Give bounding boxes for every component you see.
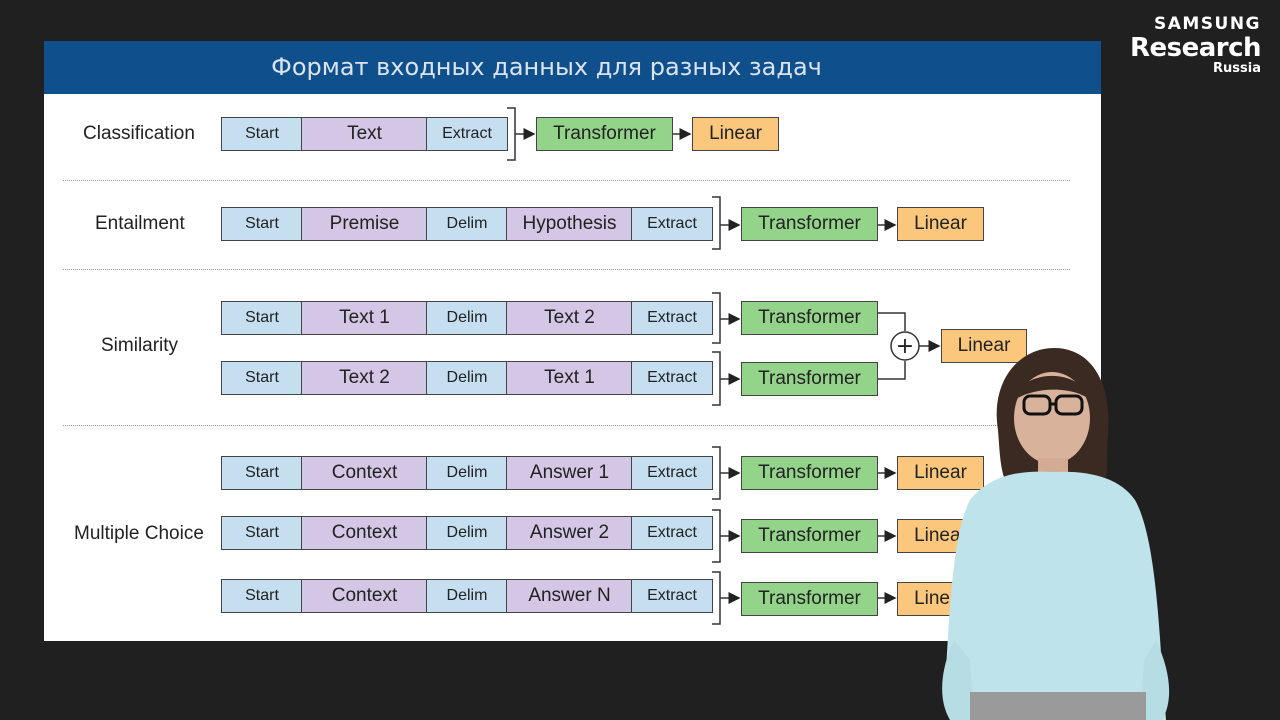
- transformer-box: Transformer: [741, 362, 878, 396]
- token-answer-n: Answer N: [506, 579, 633, 613]
- transformer-box: Transformer: [536, 117, 673, 151]
- token-delim: Delim: [426, 456, 508, 490]
- bracket-entailment: [712, 196, 721, 250]
- token-start: Start: [221, 207, 303, 241]
- transformer-box: Transformer: [741, 301, 878, 335]
- bracket-sim-1: [712, 292, 721, 344]
- slide: Формат входных данных для разных задач: [44, 41, 1101, 641]
- token-delim: Delim: [426, 516, 508, 550]
- token-start: Start: [221, 301, 303, 335]
- token-delim: Delim: [426, 207, 508, 241]
- sim-join-top: [877, 312, 906, 331]
- token-extract: Extract: [631, 456, 713, 490]
- token-delim: Delim: [426, 361, 508, 395]
- linear-box: Linear: [941, 329, 1027, 363]
- slide-header: Формат входных данных для разных задач: [44, 41, 1101, 94]
- bracket-mc-1: [712, 446, 721, 500]
- token-text-1: Text 1: [301, 301, 428, 335]
- slide-title: Формат входных данных для разных задач: [271, 53, 822, 81]
- token-delim: Delim: [426, 301, 508, 335]
- token-text: Text: [301, 117, 428, 151]
- logo-name: Research: [1129, 33, 1262, 63]
- token-extract: Extract: [631, 516, 713, 550]
- token-context: Context: [301, 456, 428, 490]
- separator: [63, 180, 1070, 181]
- linear-box: Linear: [897, 207, 984, 241]
- transformer-box: Transformer: [741, 456, 878, 490]
- token-extract: Extract: [631, 301, 713, 335]
- token-context: Context: [301, 516, 428, 550]
- token-extract: Extract: [631, 207, 713, 241]
- plus-symbol: +: [896, 334, 914, 359]
- task-label-multiple-choice: Multiple Choice: [74, 523, 204, 544]
- bracket-sim-2: [712, 351, 721, 406]
- token-start: Start: [221, 117, 303, 151]
- separator: [63, 269, 1070, 270]
- separator: [63, 425, 1070, 426]
- token-answer-2: Answer 2: [506, 516, 633, 550]
- bracket-classification: [507, 107, 516, 161]
- samsung-research-russia-logo: SAMSUNG Research Russia: [1129, 14, 1262, 76]
- token-context: Context: [301, 579, 428, 613]
- linear-box: Linear: [692, 117, 779, 151]
- diagram-connectors: +: [507, 107, 941, 625]
- logo-brand: SAMSUNG: [1153, 14, 1261, 34]
- token-start: Start: [221, 579, 303, 613]
- task-label-entailment: Entailment: [95, 213, 185, 234]
- linear-box: Linear: [897, 456, 984, 490]
- logo-region: Russia: [1213, 61, 1261, 76]
- task-label-classification: Classification: [83, 123, 195, 144]
- token-start: Start: [221, 361, 303, 395]
- task-label-similarity: Similarity: [101, 335, 179, 356]
- token-answer-1: Answer 1: [506, 456, 633, 490]
- token-extract: Extract: [426, 117, 508, 151]
- transformer-box: Transformer: [741, 582, 878, 616]
- bracket-mc-3: [712, 571, 721, 625]
- token-hypothesis: Hypothesis: [506, 207, 633, 241]
- token-extract: Extract: [631, 579, 713, 613]
- token-premise: Premise: [301, 207, 428, 241]
- token-text-2: Text 2: [506, 301, 633, 335]
- token-start: Start: [221, 456, 303, 490]
- bracket-mc-2: [712, 509, 721, 563]
- token-delim: Delim: [426, 579, 508, 613]
- sim-join-bottom: [877, 361, 906, 380]
- token-start: Start: [221, 516, 303, 550]
- token-text-2: Text 2: [301, 361, 428, 395]
- transformer-box: Transformer: [741, 207, 878, 241]
- token-text-1: Text 1: [506, 361, 633, 395]
- transformer-box: Transformer: [741, 519, 878, 553]
- presenter-video-overlay: [942, 348, 1170, 720]
- token-extract: Extract: [631, 361, 713, 395]
